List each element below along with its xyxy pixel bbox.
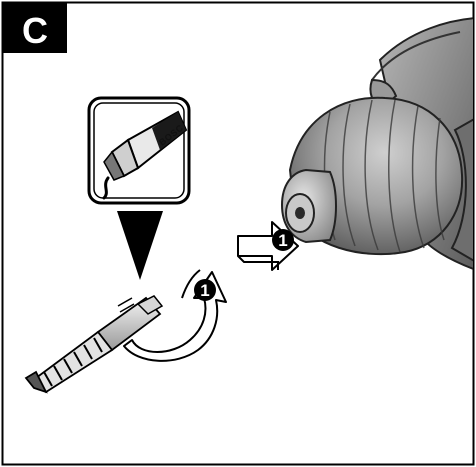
step-badge-insert (272, 229, 294, 251)
grease-tube-icon: BOSC (102, 110, 188, 200)
step-label-insert: 1 (278, 231, 287, 250)
step-badge-rotate (194, 279, 216, 301)
drill-bit-icon (24, 295, 164, 394)
insert-arrow: 1 (237, 221, 299, 271)
hammer-drill-icon (280, 17, 473, 270)
rotate-arrow: 1 (123, 269, 227, 362)
triangle-pointer-icon (117, 211, 163, 280)
grease-tube-callout: BOSC (87, 96, 191, 205)
step-label-rotate: 1 (200, 281, 209, 300)
panel-letter: C (22, 10, 48, 51)
panel-letter-badge: C (3, 3, 67, 53)
